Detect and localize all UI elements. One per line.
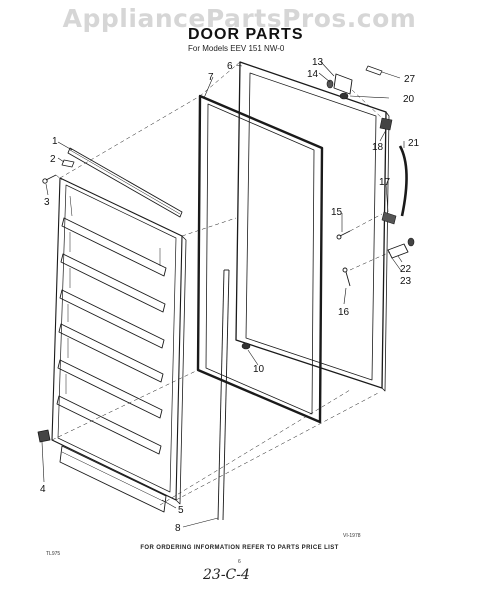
alignment-lines: [51, 61, 391, 506]
door-handle: [398, 145, 408, 217]
callout-15: 15: [331, 207, 343, 218]
screw-part-3: [42, 174, 57, 184]
liner-shelves: [56, 217, 167, 455]
outer-door-panel: [235, 61, 390, 392]
callout-10: 10: [253, 364, 265, 375]
door-liner: [51, 177, 187, 505]
door-gasket: [196, 94, 324, 424]
hinge-block-18: [379, 117, 393, 131]
callout-2: 2: [50, 154, 56, 165]
top-trim-strip: [67, 147, 183, 218]
callout-1: 1: [52, 136, 58, 147]
screw-part-16: [342, 267, 351, 287]
hinge-pin: [326, 79, 334, 89]
ordering-info: FOR ORDERING INFORMATION REFER TO PARTS …: [140, 545, 339, 551]
callout-numbers: 1 2 3 4 5 6 7 8 10 13 14 15 16 17 18 20 …: [40, 57, 420, 534]
screw-part-15: [336, 230, 351, 240]
callout-20: 20: [403, 94, 415, 105]
hinge-cover: [365, 65, 383, 76]
callout-13: 13: [312, 57, 324, 68]
callout-7: 7: [208, 72, 214, 83]
callout-16: 16: [338, 307, 350, 318]
callout-23: 23: [400, 276, 412, 287]
door-plug: [241, 342, 251, 350]
door-latch: [381, 211, 397, 225]
callout-8: 8: [175, 523, 181, 534]
site-watermark: AppliancePartsPros.com: [62, 4, 417, 33]
hinge-block: [37, 429, 51, 443]
callout-3: 3: [44, 197, 50, 208]
handwritten-page-number: 23-C-4: [203, 567, 250, 583]
bottom-trim: [59, 445, 167, 513]
top-hinge: [333, 73, 353, 95]
diagram-subtitle: For Models EEV 151 NW-0: [188, 44, 285, 53]
lower-hinge: [387, 237, 415, 259]
document-code: TL975: [46, 551, 61, 557]
callout-17: 17: [379, 177, 391, 188]
callout-4: 4: [40, 484, 46, 495]
page-mark: 6: [238, 559, 241, 565]
callout-22: 22: [400, 264, 412, 275]
callout-14: 14: [307, 69, 319, 80]
trim-end-cap: [61, 159, 75, 168]
hinge-bushing: [339, 92, 349, 100]
callout-6: 6: [227, 61, 233, 72]
callout-21: 21: [408, 138, 420, 149]
callout-27: 27: [404, 74, 416, 85]
diagram-title: DOOR PARTS: [188, 26, 304, 43]
leader-lines: [41, 61, 405, 528]
callout-5: 5: [178, 505, 184, 516]
breaker-strip: [217, 269, 230, 521]
reference-code: VI-1978: [343, 533, 361, 539]
callout-18: 18: [372, 142, 384, 153]
